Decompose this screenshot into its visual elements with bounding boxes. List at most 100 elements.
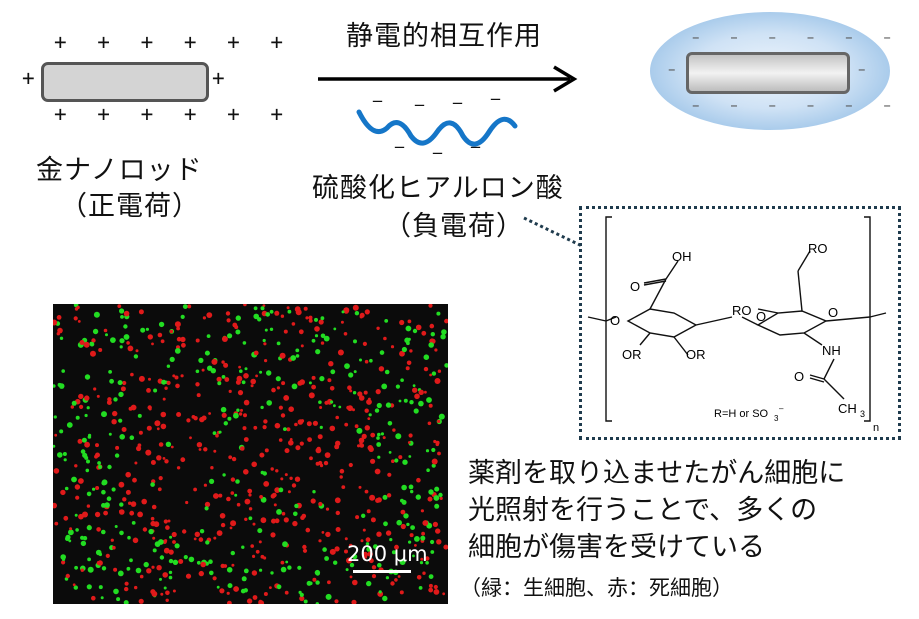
cell-dot: [269, 327, 274, 331]
cell-dot: [295, 445, 301, 451]
cell-dot: [405, 325, 412, 332]
cell-dot: [381, 383, 388, 390]
cell-dot: [204, 501, 211, 508]
cell-dot: [264, 448, 269, 453]
cell-dot: [221, 375, 226, 379]
cell-dot: [193, 537, 197, 541]
cell-dot: [434, 348, 438, 352]
cell-dot: [87, 557, 91, 562]
cell-dot: [53, 468, 60, 474]
cell-dot: [425, 556, 430, 561]
cell-dot: [409, 533, 414, 538]
minus-sign: _: [415, 86, 424, 107]
cell-dot: [185, 573, 192, 579]
cell-dot: [275, 376, 281, 382]
cell-dot: [243, 399, 250, 406]
cell-dot: [78, 478, 84, 484]
cell-dot: [78, 393, 84, 400]
cell-dot: [341, 485, 346, 489]
cell-dot: [361, 513, 366, 518]
cell-dot: [250, 544, 254, 548]
cell-dot: [106, 496, 112, 501]
cell-dot: [325, 507, 330, 511]
cell-dot: [53, 444, 56, 448]
cell-dot: [74, 307, 79, 311]
cell-dot: [226, 591, 230, 595]
cell-dot: [96, 527, 101, 532]
cell-dot: [65, 573, 70, 579]
cell-dot: [111, 487, 116, 492]
cell-dot: [434, 378, 441, 384]
cell-dot: [422, 571, 426, 575]
cell-dot: [325, 531, 331, 538]
cell-dot: [135, 349, 139, 353]
cell-dot: [198, 570, 204, 577]
cell-dot: [228, 455, 233, 460]
cell-dot: [286, 427, 291, 432]
cell-dot: [174, 375, 179, 380]
cell-dot: [320, 341, 325, 345]
cell-dot: [369, 494, 376, 501]
cell-dot: [101, 566, 107, 571]
cell-dot: [235, 315, 241, 321]
cell-dot: [432, 521, 438, 527]
cell-dot: [209, 570, 214, 576]
cell-dot: [212, 576, 217, 581]
cell-dot: [148, 528, 154, 535]
cell-dot: [399, 319, 405, 326]
cell-dot: [138, 430, 143, 435]
cell-dot: [91, 595, 96, 601]
cell-dot: [309, 456, 313, 461]
cell-dot: [422, 520, 429, 526]
cell-dot: [57, 327, 63, 334]
cell-dot: [221, 412, 227, 418]
cell-dot: [343, 308, 349, 314]
cell-dot: [134, 461, 138, 465]
cell-dot: [260, 405, 264, 410]
cell-dot: [266, 400, 272, 406]
cell-dot: [58, 383, 65, 389]
cell-dot: [196, 560, 201, 565]
cell-dot: [233, 412, 239, 419]
cell-dot: [317, 434, 323, 440]
cell-dot: [359, 315, 363, 319]
cell-dot: [416, 575, 422, 580]
cell-dot: [151, 565, 155, 569]
cell-dot: [156, 427, 160, 431]
cell-dot: [206, 334, 211, 338]
cell-dot: [187, 304, 192, 309]
structure-label: O: [794, 369, 804, 384]
cell-dot: [138, 309, 144, 315]
cell-dot: [174, 543, 180, 549]
cell-dot: [433, 584, 438, 590]
cell-dot: [415, 494, 421, 500]
cell-dot: [341, 310, 345, 314]
cell-dot: [153, 521, 160, 528]
cell-dot: [79, 340, 85, 345]
cell-dot: [137, 511, 143, 518]
cell-dot: [311, 338, 316, 343]
cell-dot: [279, 352, 286, 359]
cell-dot: [383, 336, 387, 341]
structure-label: OH: [672, 249, 692, 264]
cell-dot: [169, 356, 175, 362]
cell-dot: [414, 393, 420, 400]
cell-dot: [335, 440, 341, 446]
cell-dot: [56, 332, 60, 336]
cell-dot: [229, 526, 233, 530]
cell-dot: [320, 333, 326, 339]
cell-dot: [444, 363, 448, 368]
cell-dot: [260, 554, 265, 559]
cell-dot: [152, 536, 156, 540]
cell-dot: [160, 411, 167, 418]
cell-dot: [412, 387, 418, 393]
cell-dot: [180, 314, 185, 319]
cell-dot: [127, 345, 134, 352]
cell-dot: [262, 338, 266, 343]
cell-dot: [368, 446, 374, 452]
cell-dot: [428, 587, 434, 593]
cell-dot: [379, 350, 385, 355]
cell-dot: [315, 349, 321, 355]
cell-dot: [346, 405, 351, 410]
cell-dot: [344, 537, 348, 541]
